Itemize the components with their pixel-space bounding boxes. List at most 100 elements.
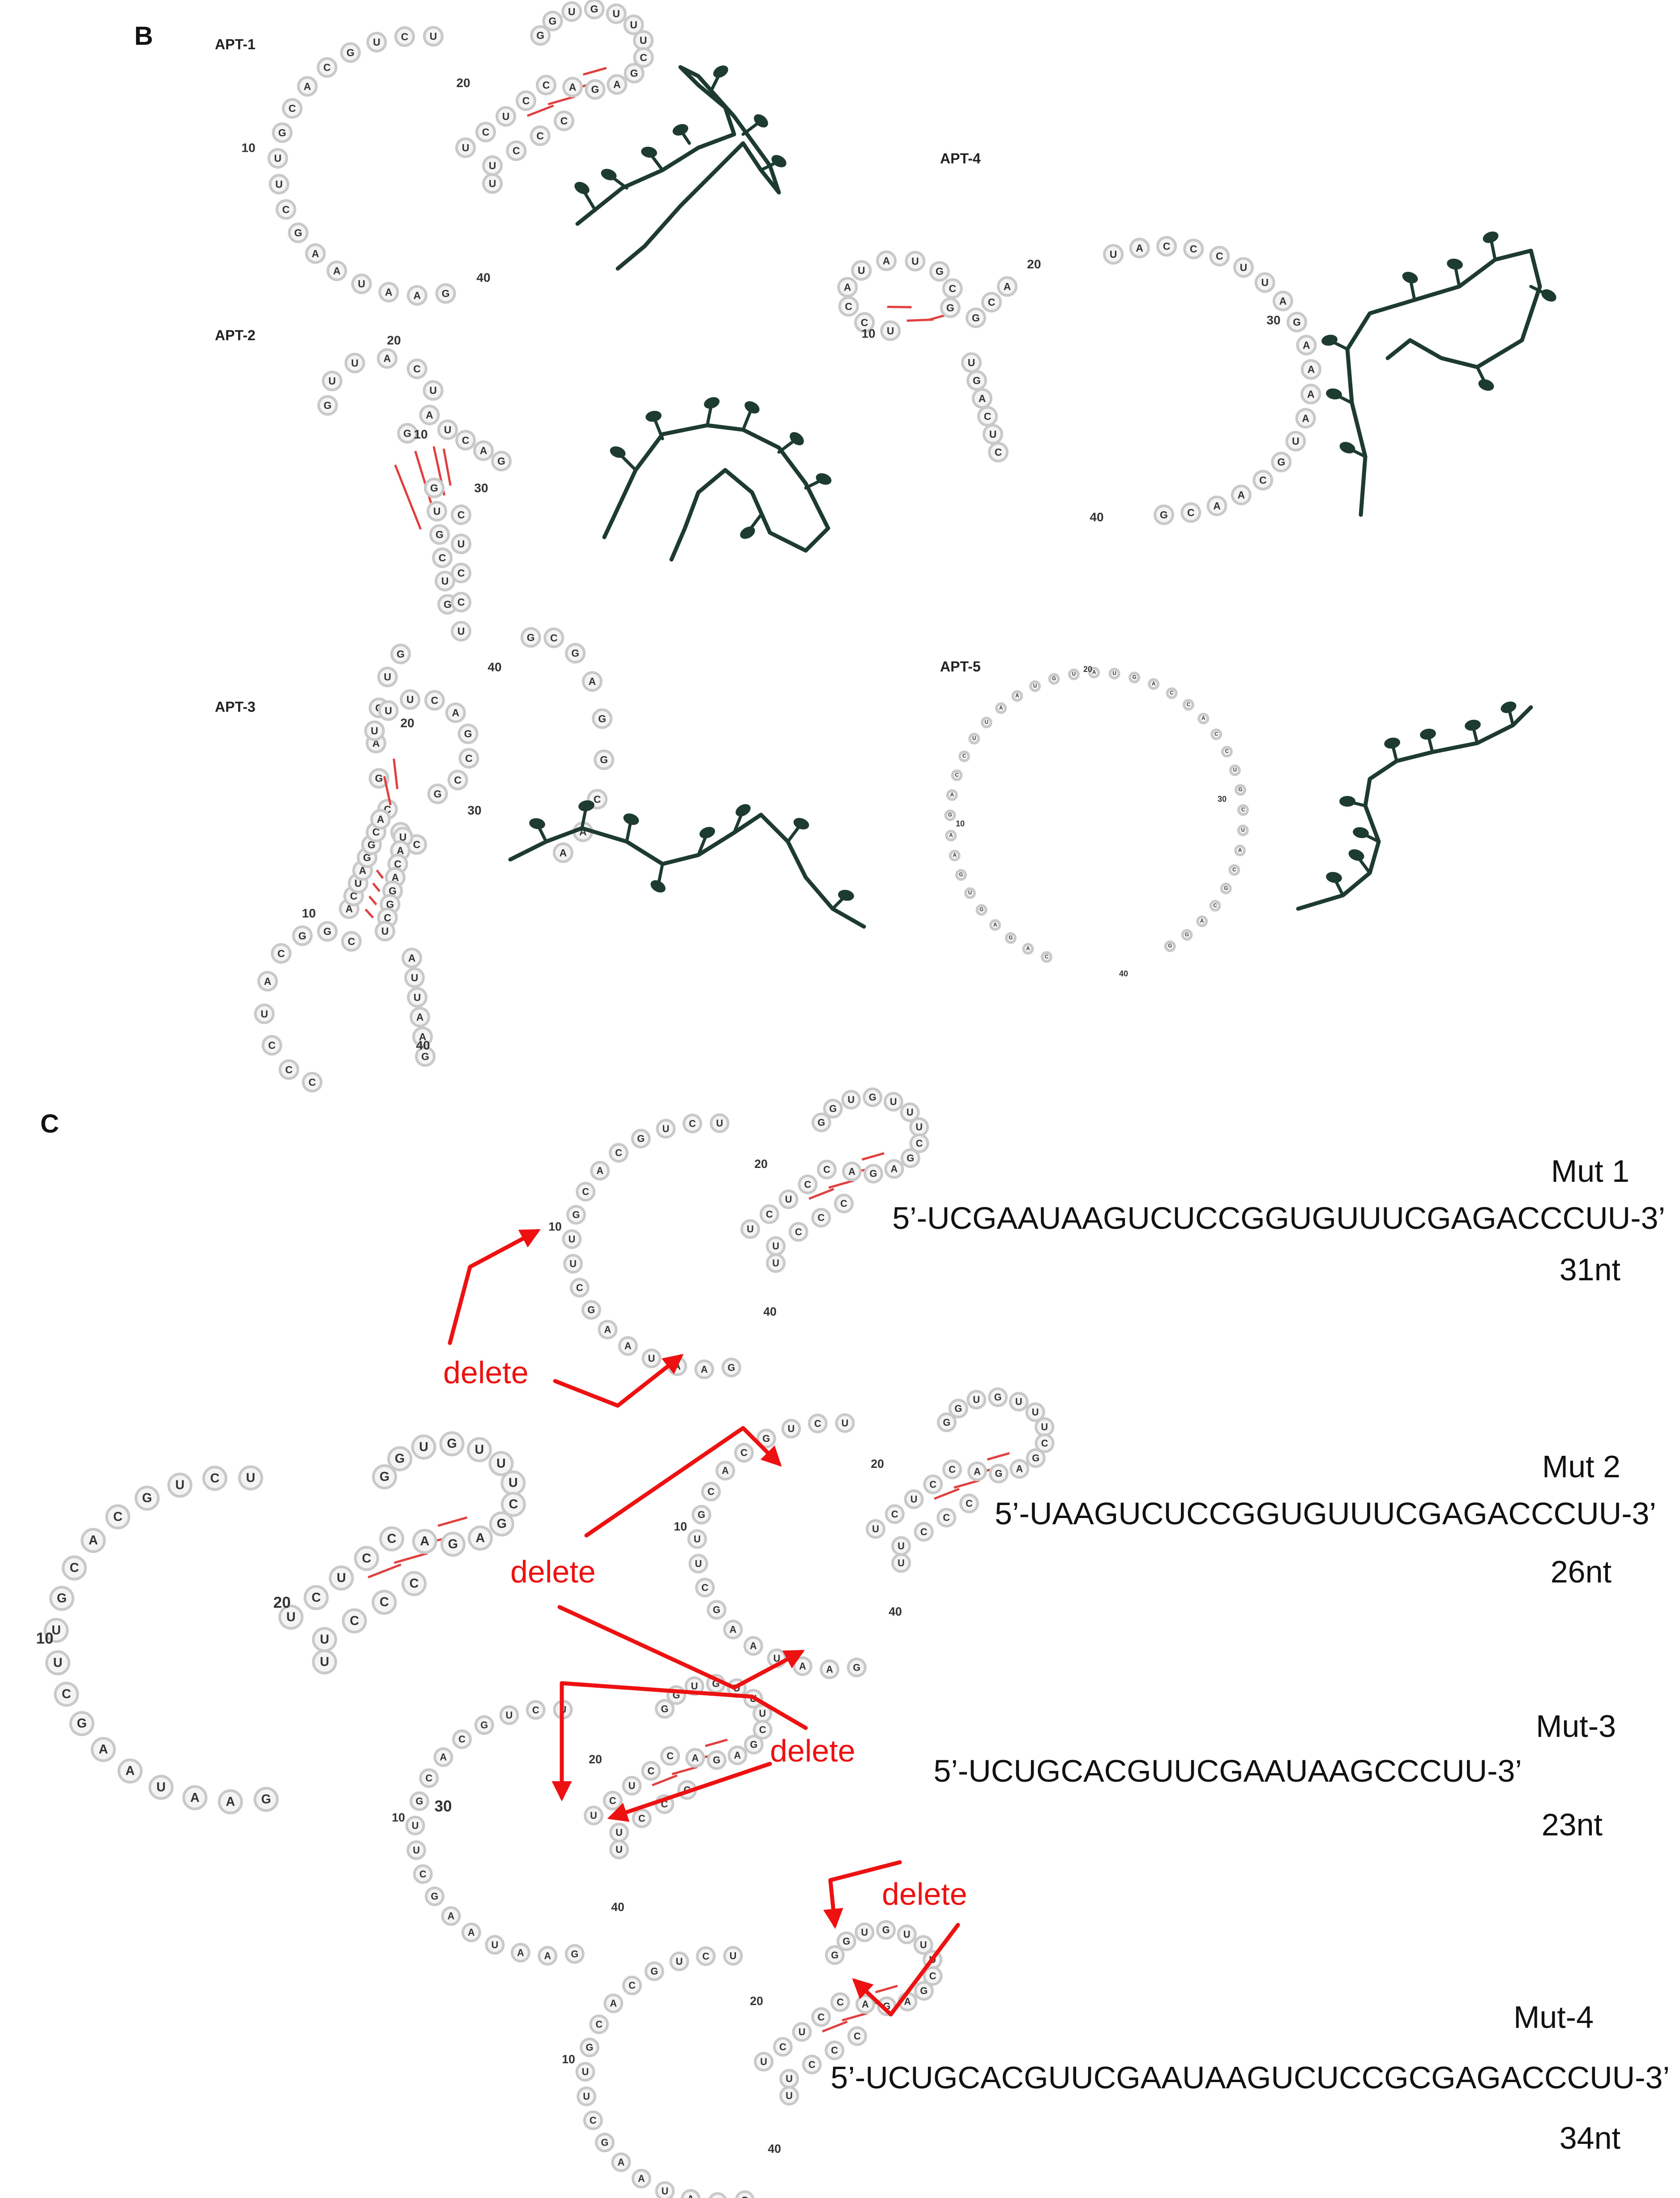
ss-apt1-nt-1: U (423, 26, 444, 47)
svg-text:U: U (691, 1681, 698, 1692)
ss-mut3-nt-12: G (424, 1886, 445, 1907)
svg-text:C: C (401, 31, 409, 43)
svg-text:A: A (304, 81, 311, 92)
apt2-tertiary-structure-image (602, 397, 832, 562)
svg-text:U: U (972, 736, 976, 741)
arrow-mut3-bottom (607, 1762, 772, 1822)
svg-text:U: U (920, 1939, 927, 1950)
svg-text:G: G (57, 1591, 67, 1606)
svg-text:U: U (492, 1939, 499, 1950)
ss-c-full-nt-8: G (49, 1586, 75, 1611)
ss-mut2-nt-16: A (792, 1656, 812, 1676)
ss-mut4-nt-24: G (825, 1945, 845, 1965)
svg-text:U: U (582, 2066, 589, 2078)
ss-mut3-nt-4: G (474, 1715, 494, 1735)
ss-apt2-nt-22: G (397, 423, 418, 444)
ss-apt3-num-30: 30 (467, 804, 481, 817)
svg-text:A: A (1092, 670, 1096, 676)
ss-apt4-num-10: 10 (861, 327, 875, 341)
ss-apt1-nt-25: G (542, 10, 563, 31)
ss-apt3-nt-21: C (424, 690, 445, 711)
ss-mut3-nt-38: C (632, 1808, 652, 1828)
ss-apt3-nt-26: G (427, 783, 448, 804)
svg-text:A: A (883, 255, 890, 267)
svg-text:C: C (278, 948, 285, 959)
svg-text:G: G (842, 1936, 850, 1947)
svg-text:U: U (1240, 261, 1248, 273)
svg-text:G: G (480, 1719, 488, 1731)
svg-text:C: C (384, 912, 391, 924)
ss-apt1-nt-6: A (297, 76, 318, 97)
ss-mut1-nt-23: C (817, 1159, 837, 1180)
ss-mut2-nt-1: U (835, 1413, 855, 1433)
svg-text:U: U (663, 1123, 670, 1134)
ss-apt3-nt-39: A (412, 1026, 433, 1047)
svg-text:U: U (1112, 671, 1116, 676)
ss-mut1-nt-22: C (798, 1174, 818, 1194)
svg-text:C: C (425, 1773, 432, 1784)
svg-text:C: C (285, 1064, 293, 1075)
ss-c-full-nt-22: C (354, 1546, 379, 1571)
ss-apt1-nt-14: A (326, 261, 347, 281)
ss-mut1-nt-4: G (631, 1129, 651, 1149)
ss-apt4-nt-30: A (1300, 359, 1321, 380)
svg-text:U: U (968, 890, 972, 896)
ss-mut4-nt-32: G (914, 1981, 934, 2001)
ss-mut3-num-20: 20 (589, 1753, 602, 1766)
svg-text:A: A (408, 952, 416, 964)
svg-text:C: C (891, 1509, 898, 1520)
ss-mut3-nt-18: G (564, 1944, 585, 1964)
ss-mut2-nt-40: U (891, 1553, 911, 1573)
svg-text:C: C (701, 1582, 709, 1593)
ss-mut2-nt-13: A (723, 1620, 743, 1640)
ss-c-full-nt-2: C (202, 1466, 227, 1491)
svg-text:G: G (442, 288, 450, 299)
svg-text:U: U (662, 2185, 669, 2197)
svg-text:G: G (650, 1966, 658, 1977)
ss-c-full-num-20: 20 (274, 1594, 291, 1612)
ss-apt2-nt-16: U (321, 371, 342, 391)
svg-text:C: C (113, 1510, 123, 1524)
ss-mut2-nt-35: A (967, 1461, 987, 1481)
svg-text:A: A (89, 1533, 98, 1548)
ss-apt5-nt-13: C (1210, 728, 1223, 740)
svg-text:U: U (759, 1708, 766, 1719)
ss-apt5-nt-16: C (1166, 687, 1178, 699)
ss-mut1-nt-26: U (841, 1090, 861, 1110)
ss-c-full-nt-16: A (182, 1785, 208, 1810)
ss-apt5-nt-26: U (980, 716, 992, 728)
ss-apt2-nt-21: A (419, 405, 440, 425)
svg-text:C: C (465, 753, 473, 764)
svg-text:U: U (1110, 248, 1117, 260)
ss-mut3-nt-33: A (727, 1745, 748, 1766)
svg-text:U: U (772, 1257, 779, 1269)
svg-text:A: A (440, 1752, 447, 1763)
mut4-length: 34nt (1560, 2121, 1620, 2155)
svg-text:G: G (436, 529, 444, 540)
ss-mut4-nt-22: C (811, 2007, 831, 2027)
ss-apt2-nt-36: G (592, 708, 613, 729)
svg-text:G: G (713, 1604, 720, 1616)
ss-c-full-nt-18: G (253, 1787, 279, 1812)
svg-text:C: C (962, 754, 966, 759)
svg-text:C: C (920, 1526, 928, 1537)
svg-text:U: U (175, 1478, 184, 1492)
ss-apt1-nt-16: A (378, 282, 399, 303)
svg-text:G: G (829, 1103, 837, 1114)
ss-mut4-nt-15: U (655, 2181, 675, 2198)
svg-text:A: A (190, 1791, 200, 1805)
ss-apt2-num-20: 20 (387, 334, 401, 347)
svg-text:U: U (1261, 277, 1269, 288)
svg-text:G: G (323, 926, 331, 937)
ss-apt4-nt-24: C (1209, 246, 1230, 267)
svg-text:G: G (573, 1209, 580, 1220)
svg-text:A: A (392, 872, 399, 883)
svg-text:C: C (413, 839, 421, 851)
ss-mut2-nt-26: U (966, 1390, 987, 1410)
ss-mut1-nt-35: A (842, 1161, 862, 1181)
ss-apt3-nt-8: G (317, 921, 338, 942)
apt3-tertiary-structure-image (508, 800, 866, 929)
svg-text:C: C (1187, 507, 1195, 518)
ss-mut4-nt-12: G (594, 2133, 615, 2153)
